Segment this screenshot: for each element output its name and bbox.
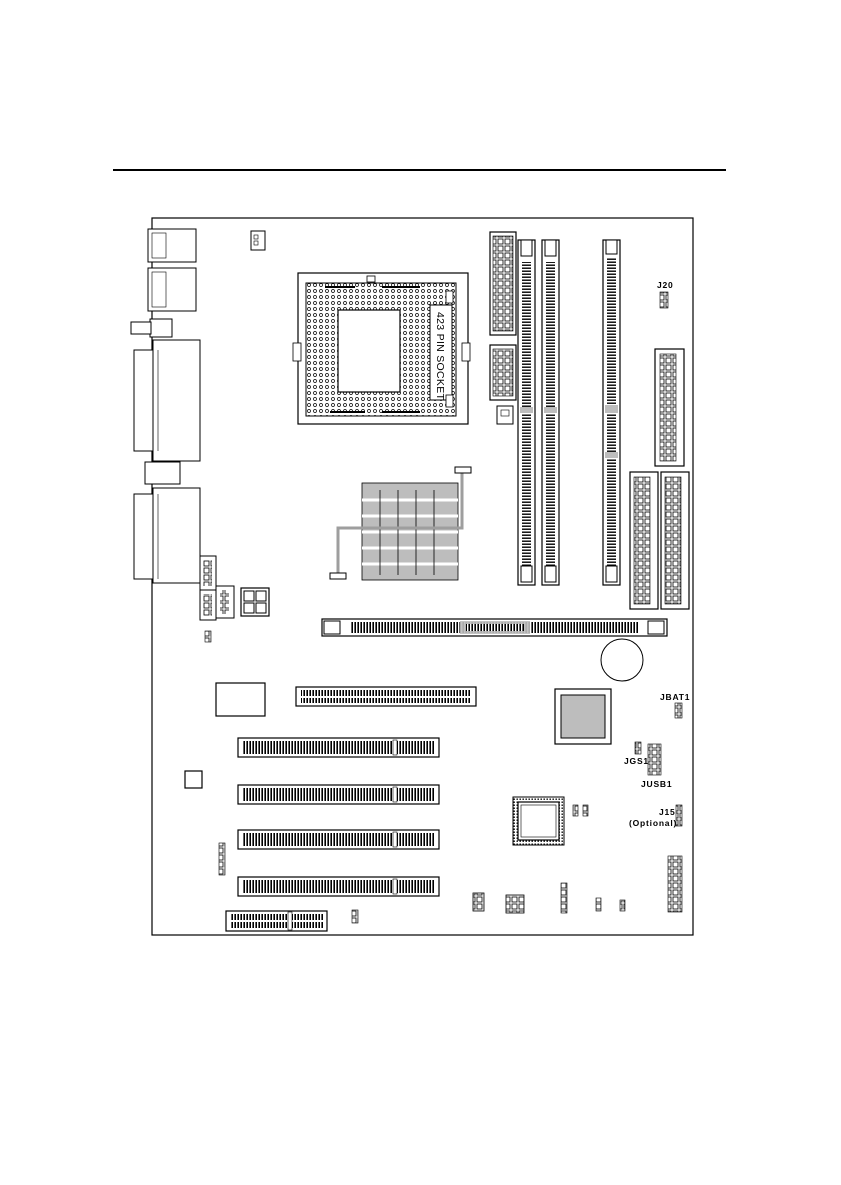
- usb-ports: [131, 319, 172, 337]
- jumper-e: [352, 910, 358, 923]
- left-header: [219, 843, 225, 875]
- small-jumper-left: [205, 631, 211, 642]
- ps2-ports: [148, 229, 196, 311]
- j20-jumper: [660, 292, 668, 308]
- parallel-port: [134, 340, 200, 461]
- jusb1-header: [648, 744, 661, 775]
- cnr-slot: [322, 619, 667, 636]
- cmos-battery: [601, 639, 643, 681]
- rimm-slot-1: [518, 240, 535, 585]
- ir-header: [561, 883, 567, 913]
- jgs1-label: JGS1: [624, 756, 649, 766]
- jbat1-label: JBAT1: [660, 692, 690, 702]
- jumper-c: [596, 898, 601, 911]
- rimm-slot-2: [542, 240, 559, 585]
- floppy-connector: [655, 349, 684, 466]
- pci-slot-1: [238, 738, 439, 757]
- io-chip: [216, 683, 265, 716]
- pci-slot-3: [238, 830, 439, 849]
- system-fan-header: [497, 406, 513, 424]
- jumper-b: [583, 805, 588, 816]
- atx-power-connector: [490, 232, 516, 335]
- aux-header: [506, 895, 524, 913]
- ide-connector-1: [630, 472, 658, 609]
- front-panel-header: [668, 856, 682, 912]
- ide-connector-2: [661, 472, 689, 609]
- j15-jumper: [676, 805, 682, 826]
- jgs1-jumper: [635, 742, 641, 754]
- cpu-fan-header: [251, 231, 265, 250]
- optional-label: (Optional): [629, 818, 677, 828]
- buzzer: [185, 771, 202, 788]
- audio-chip: [513, 797, 564, 845]
- pci-slot-2: [238, 785, 439, 804]
- jumper-a: [573, 805, 578, 816]
- pci-slot-4: [238, 877, 439, 896]
- jusb1-label: JUSB1: [641, 779, 672, 789]
- jbat1-jumper: [675, 703, 682, 718]
- socket-label: 423 PIN SOCKET: [434, 312, 446, 401]
- cd-in-header: [473, 893, 484, 911]
- aux-power-connector: [490, 345, 516, 400]
- bottom-slot: [226, 911, 327, 931]
- dimm-slot: [603, 240, 620, 585]
- j20-label: J20: [657, 280, 674, 290]
- agp-slot: [296, 687, 476, 706]
- j15-label: J15: [659, 807, 676, 817]
- jumper-d: [620, 900, 625, 911]
- southbridge-chip: [555, 689, 611, 744]
